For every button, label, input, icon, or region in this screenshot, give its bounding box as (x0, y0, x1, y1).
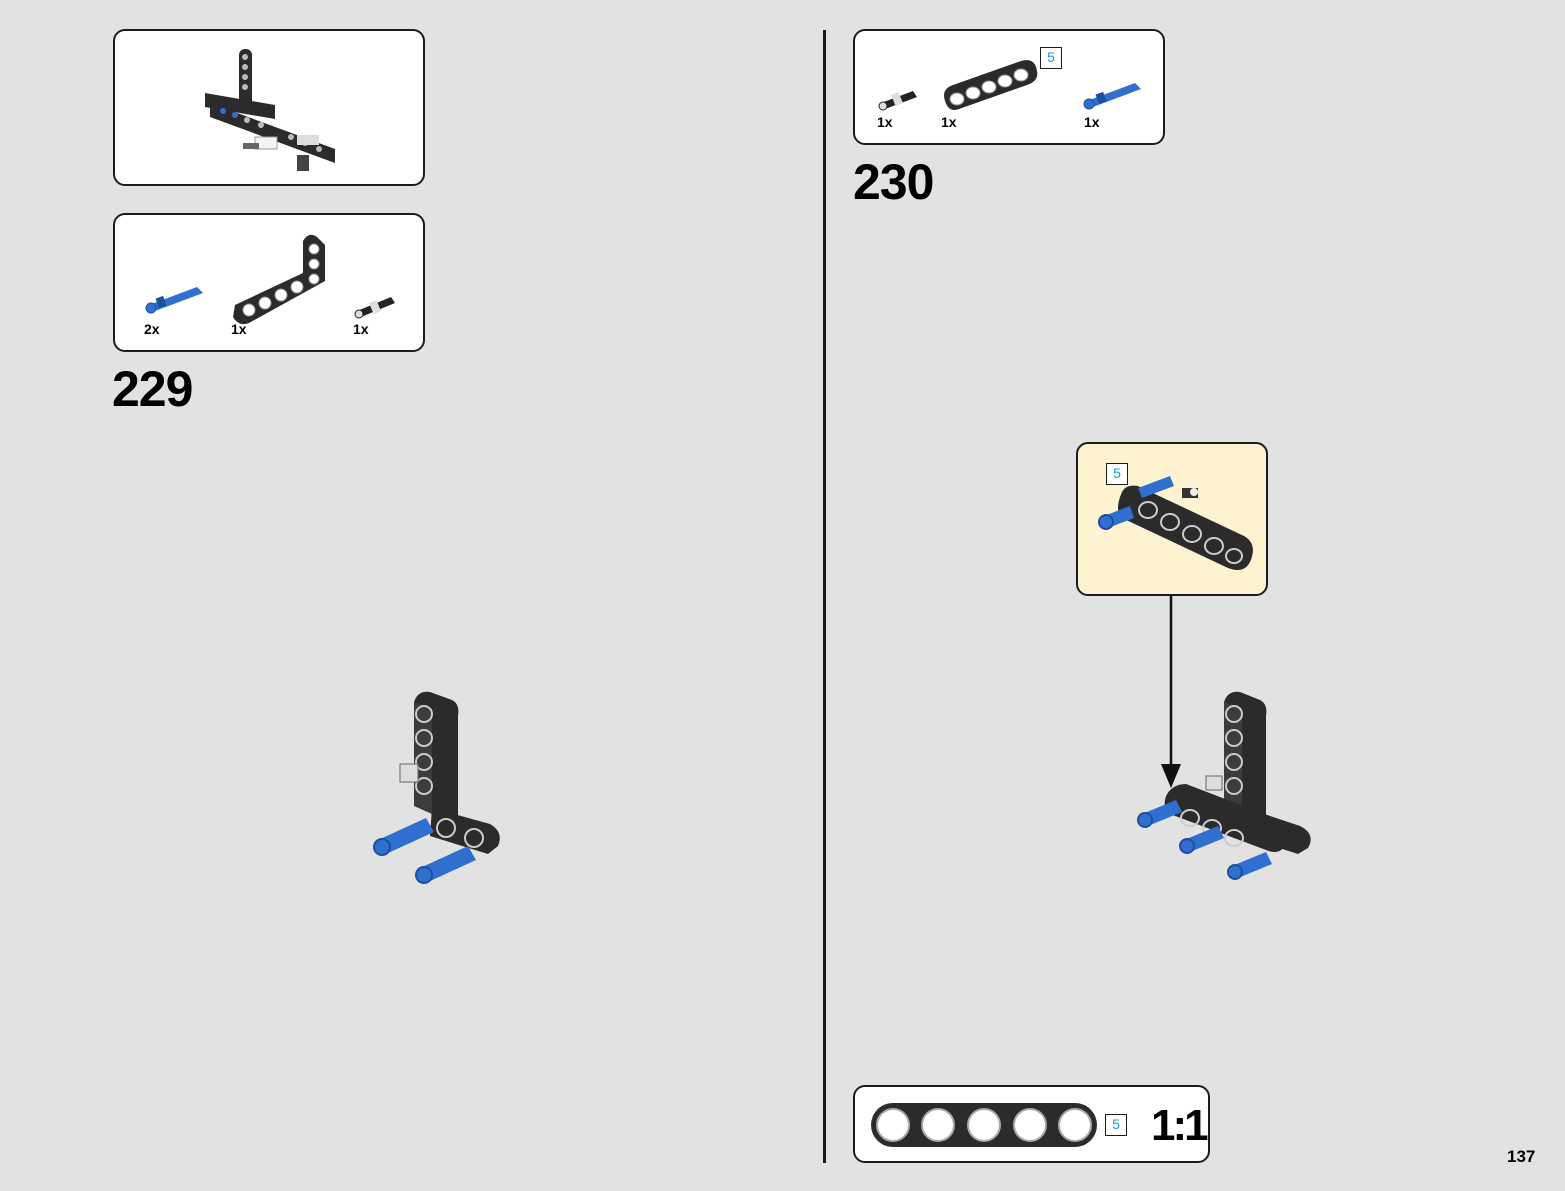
black-friction-pin-icon (354, 297, 395, 319)
qty-label-l-beam: 1x (231, 321, 247, 337)
scale-reference-box: 5 1:1 (853, 1085, 1210, 1163)
previous-assembly-preview (113, 29, 425, 186)
qty-label-black-friction-pin: 1x (353, 321, 369, 337)
step-number-230: 230 (853, 154, 934, 210)
callout-sub-assembly-image (1098, 476, 1253, 570)
page-divider (823, 30, 826, 1163)
blue-axle-pin-icon (1083, 83, 1141, 110)
beam-5-actual-size-icon (871, 1103, 1097, 1147)
qty-label-beam-5: 1x (941, 114, 957, 130)
beam-length-badge: 5 (1040, 47, 1062, 69)
parts-list-step-230: 1x 1x 5 1x (853, 29, 1165, 145)
parts-list-step-229: 2x 1x 1x (113, 213, 425, 352)
qty-label-blue-axle-pin: 1x (1084, 114, 1100, 130)
l-beam-icon (233, 234, 325, 325)
qty-label-black-friction-pin: 1x (877, 114, 893, 130)
step-number-229: 229 (112, 361, 193, 417)
beam-5-icon (944, 60, 1038, 110)
sub-assembly-callout: 5 (1076, 442, 1268, 596)
blue-axle-pin-icon (145, 287, 203, 314)
step-229-assembly-image (373, 691, 500, 884)
qty-label-blue-axle-pin: 2x (144, 321, 160, 337)
callout-length-badge: 5 (1106, 463, 1128, 485)
page-number: 137 (1507, 1147, 1536, 1166)
black-friction-pin-icon (878, 91, 917, 111)
scale-ratio-label: 1:1 (1151, 1101, 1208, 1150)
placement-arrow (1161, 596, 1181, 788)
scale-length-badge: 5 (1105, 1114, 1127, 1136)
step-230-assembly-image (1137, 691, 1311, 880)
previous-assembly-image (205, 49, 335, 171)
